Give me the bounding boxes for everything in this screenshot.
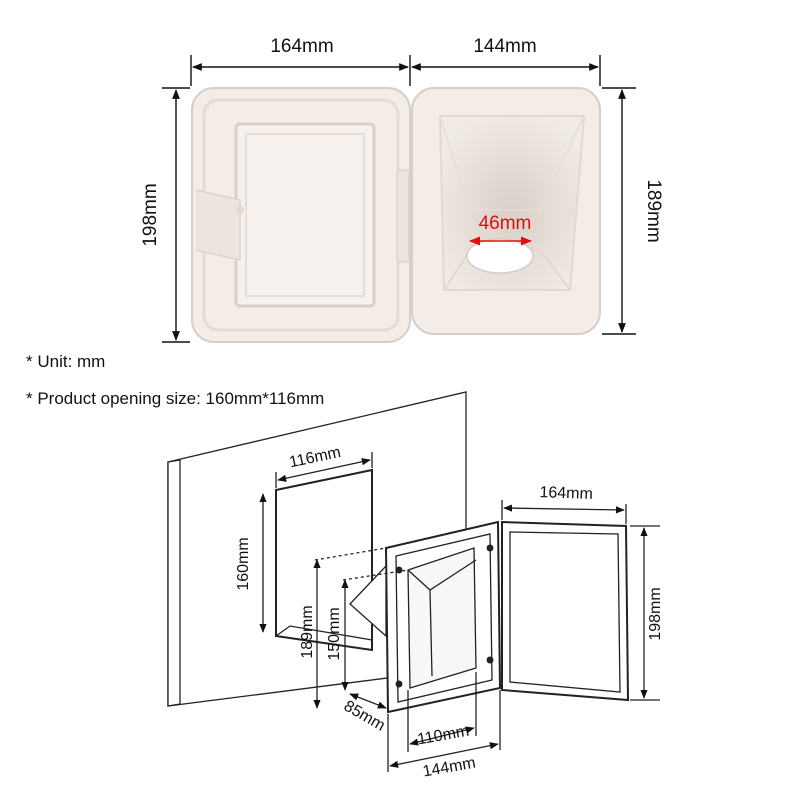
- opening-size-note: * Product opening size: 160mm*116mm: [26, 389, 325, 408]
- body-height-label: 189mm: [643, 179, 664, 242]
- unit-note: * Unit: mm: [26, 352, 106, 371]
- inner-width-label: 110mm: [416, 723, 470, 749]
- drain-hole-label: 46mm: [479, 213, 532, 234]
- lid-width-label: 164mm: [270, 36, 333, 57]
- hatch-lid-drawing: [501, 520, 630, 702]
- product-photo: 164mm 144mm 198mm 189mm 46mm: [140, 36, 664, 343]
- depth-label: 85mm: [341, 698, 388, 735]
- hinge: [396, 169, 410, 263]
- opening-height-label: 160mm: [235, 537, 252, 590]
- photo-dimension-lines: [162, 55, 636, 343]
- drawing-dimension-lines: [259, 452, 660, 772]
- body-height-drawing-label: 189mm: [299, 605, 316, 658]
- hatch-body: [411, 87, 601, 335]
- lid-width-drawing-label: 164mm: [539, 484, 593, 503]
- body-width-label: 144mm: [473, 36, 536, 57]
- lid-height-label: 198mm: [140, 183, 161, 246]
- hatch-body-drawing: [349, 520, 502, 714]
- hatch-lid: [191, 87, 411, 343]
- drain-hole: [466, 238, 534, 274]
- lid-height-drawing-label: 198mm: [647, 587, 664, 640]
- inner-height-label: 150mm: [326, 607, 343, 660]
- installation-drawing: [167, 391, 660, 772]
